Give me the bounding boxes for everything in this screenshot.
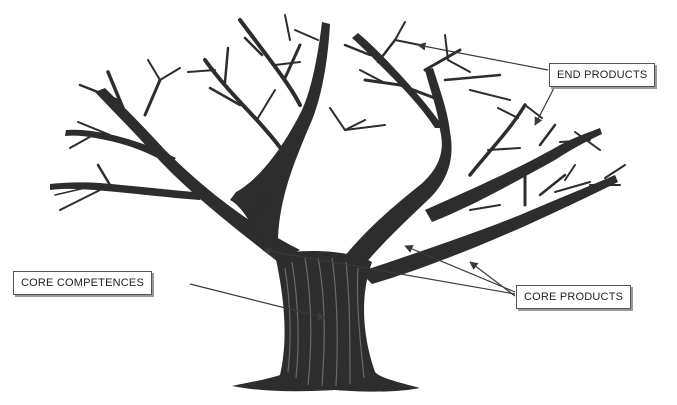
core-competences-label: CORE COMPETENCES <box>13 271 152 295</box>
end-products-pointer-1 <box>418 45 548 70</box>
tree-trunk <box>50 22 618 392</box>
end-products-label: END PRODUCTS <box>549 63 655 87</box>
core-products-label: CORE PRODUCTS <box>516 285 631 309</box>
end-products-pointer-2 <box>535 86 555 125</box>
core-products-pointer-3 <box>470 262 515 296</box>
